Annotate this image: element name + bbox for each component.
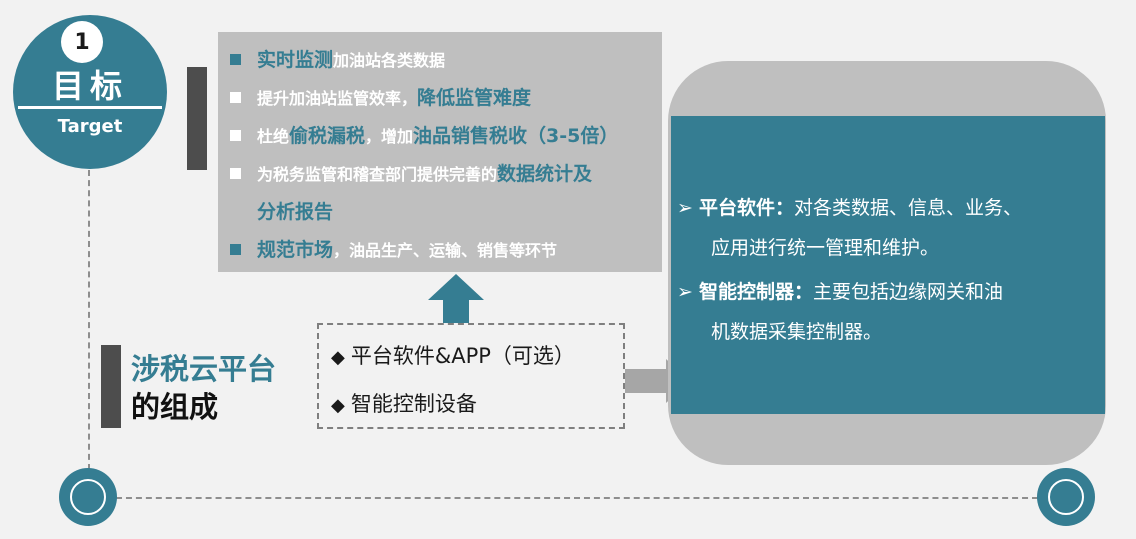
goal-highlight: 偷税漏税 xyxy=(289,125,366,147)
up-arrow-icon xyxy=(428,274,484,326)
right-ring-node xyxy=(1037,468,1095,526)
goal-text: 提升加油站监管效率， xyxy=(257,89,418,108)
component-label: 平台软件&APP（可选） xyxy=(350,344,575,368)
vertical-dashed-connector xyxy=(88,170,90,470)
goal-text: ，油品生产、运输、销售等环节 xyxy=(333,241,558,260)
platform-title-line2: 的组成 xyxy=(131,390,219,424)
target-subtitle: Target xyxy=(57,116,123,137)
detail-1-line2: 应用进行统一管理和维护。 xyxy=(711,237,940,259)
component-label: 智能控制设备 xyxy=(350,392,477,416)
goal-item-5: 规范市场，油品生产、运输、销售等环节 xyxy=(230,235,557,266)
platform-title-line1: 涉税云平台 xyxy=(131,352,277,386)
square-bullet-icon xyxy=(230,168,241,179)
goal-item-3: 杜绝偷税漏税，增加油品销售税收（3-5倍） xyxy=(230,121,618,152)
goal-highlight: 降低监管难度 xyxy=(417,87,532,109)
goals-accent-bar xyxy=(187,67,207,170)
platform-accent-bar xyxy=(101,345,121,428)
detail-2-line1: ➢ 智能控制器：主要包括边缘网关和油 xyxy=(677,272,1003,312)
goal-item-2: 提升加油站监管效率，降低监管难度 xyxy=(230,83,531,114)
component-item-2: ◆智能控制设备 xyxy=(331,389,477,421)
goal-text: ，增加 xyxy=(365,127,414,146)
diamond-bullet-icon: ◆ xyxy=(331,347,345,368)
square-bullet-icon xyxy=(230,244,241,255)
detail-1-line1: ➢ 平台软件：对各类数据、信息、业务、 xyxy=(677,188,1022,228)
horizontal-dashed-connector xyxy=(116,497,1038,499)
target-title: 目标 xyxy=(51,67,128,105)
goal-text: 加油站各类数据 xyxy=(333,51,446,70)
chevron-right-icon: ➢ xyxy=(677,281,693,303)
goal-highlight: 实时监测 xyxy=(257,49,334,71)
detail-2-line2: 机数据采集控制器。 xyxy=(711,321,883,343)
diamond-bullet-icon: ◆ xyxy=(331,395,345,416)
goal-highlight: 分析报告 xyxy=(257,201,334,223)
components-box: ◆平台软件&APP（可选） ◆智能控制设备 xyxy=(317,323,625,429)
square-bullet-icon xyxy=(230,130,241,141)
chevron-right-icon: ➢ xyxy=(677,197,693,219)
step-number-badge: 1 xyxy=(61,21,103,63)
goal-highlight: 油品销售税收（3-5倍） xyxy=(413,125,619,147)
detail-text: 主要包括边缘网关和油 xyxy=(813,281,1004,303)
detail-label: 平台软件： xyxy=(699,197,795,219)
goal-item-4-continuation: 分析报告 xyxy=(230,197,333,228)
square-bullet-icon xyxy=(230,92,241,103)
goal-highlight: 数据统计及 xyxy=(497,163,593,185)
goal-text: 杜绝 xyxy=(257,127,290,146)
goal-text: 为税务监管和稽查部门提供完善的 xyxy=(257,165,498,184)
goal-item-1: 实时监测加油站各类数据 xyxy=(230,45,445,76)
square-bullet-icon xyxy=(230,54,241,65)
goals-box: 实时监测加油站各类数据 提升加油站监管效率，降低监管难度 杜绝偷税漏税，增加油品… xyxy=(218,32,662,272)
detail-text: 对各类数据、信息、业务、 xyxy=(794,197,1023,219)
goal-highlight: 规范市场 xyxy=(257,239,334,261)
goal-item-4: 为税务监管和稽查部门提供完善的数据统计及 xyxy=(230,159,592,190)
details-panel: ➢ 平台软件：对各类数据、信息、业务、 应用进行统一管理和维护。 ➢ 智能控制器：主… xyxy=(671,116,1105,414)
target-underline xyxy=(18,106,162,109)
component-item-1: ◆平台软件&APP（可选） xyxy=(331,341,575,373)
left-ring-node xyxy=(59,468,117,526)
detail-label: 智能控制器： xyxy=(699,281,814,303)
